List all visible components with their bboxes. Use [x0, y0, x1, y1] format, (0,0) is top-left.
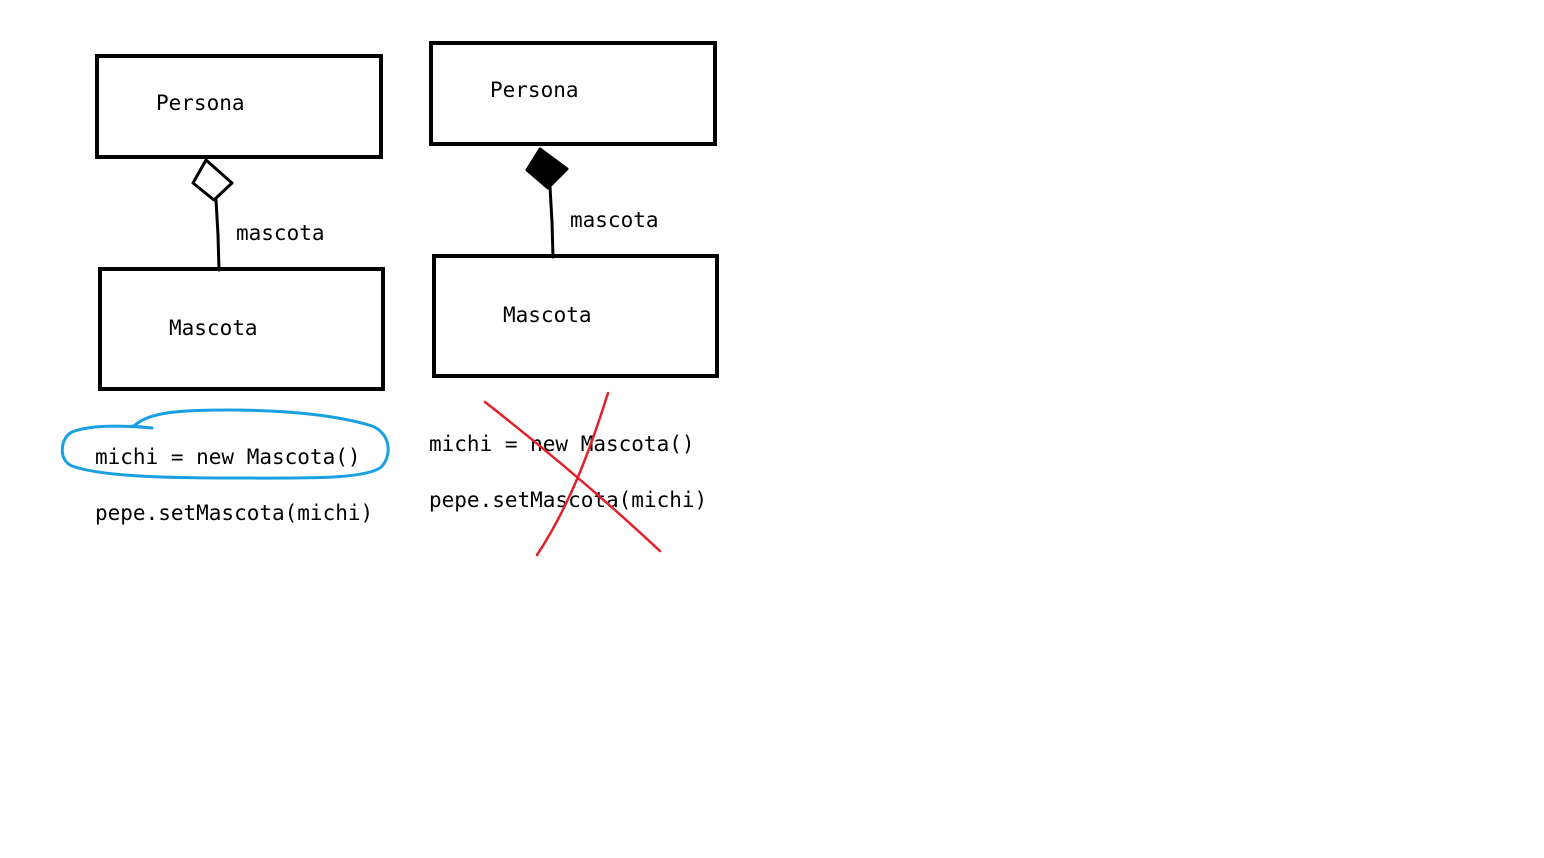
persona-class-box: Persona: [95, 54, 383, 159]
persona-class-box: Persona: [429, 41, 717, 146]
highlight-circle-mark: [60, 408, 390, 480]
aggregation-diagram: Persona mascota Mascota michi = new Masc…: [60, 54, 390, 525]
aggregation-link-line: [214, 198, 221, 272]
persona-class-label: Persona: [490, 78, 579, 102]
hollow-diamond-icon: [191, 158, 234, 202]
code-line-set-mascota: pepe.setMascota(michi): [95, 501, 373, 525]
code-line-new-mascota: michi = new Mascota(): [429, 432, 695, 456]
role-label: mascota: [236, 221, 325, 245]
mascota-class-label: Mascota: [503, 303, 592, 327]
mascota-class-box: Mascota: [432, 254, 719, 378]
mascota-class-box: Mascota: [98, 267, 385, 391]
composition-diagram: Persona mascota Mascota michi = new Masc…: [429, 41, 719, 557]
role-label: mascota: [570, 208, 659, 232]
strike-cross-mark: [483, 391, 662, 557]
composition-link-line: [548, 185, 555, 259]
mascota-class-label: Mascota: [169, 316, 258, 340]
filled-diamond-icon: [525, 147, 569, 190]
persona-class-label: Persona: [156, 91, 245, 115]
code-line-new-mascota: michi = new Mascota(): [95, 445, 361, 469]
